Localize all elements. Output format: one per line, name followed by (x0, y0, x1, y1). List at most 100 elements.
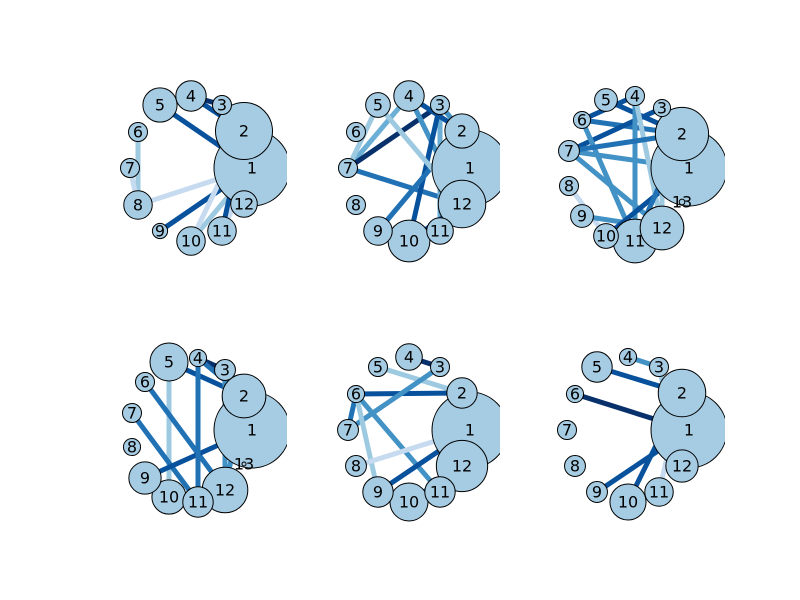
node-4: 4 (175, 80, 207, 112)
node-label: 7 (343, 421, 353, 440)
node-circle (435, 439, 489, 493)
node-12: 12 (435, 439, 489, 493)
node-label: 4 (193, 349, 203, 368)
node-circle (652, 98, 672, 118)
node-6: 6 (346, 384, 366, 404)
edge-7-11 (129, 411, 201, 504)
node-10: 10 (609, 483, 647, 521)
node-circle (362, 476, 394, 508)
node-5: 5 (365, 92, 391, 118)
node-circle (395, 343, 423, 371)
node-circle (609, 483, 647, 521)
node-label: 5 (164, 353, 174, 372)
node-label: 12 (234, 195, 254, 214)
node-11: 11 (207, 216, 237, 246)
node-circle (657, 368, 707, 418)
node-circle (346, 195, 366, 215)
node-11: 11 (426, 217, 454, 245)
node-label: 10 (618, 493, 638, 512)
node-13: 13 (234, 455, 254, 474)
node-circle (123, 190, 153, 220)
node-label: 13 (234, 455, 254, 474)
node-label: 6 (570, 385, 580, 404)
edge-4-12 (632, 95, 665, 229)
node-circle (444, 113, 480, 149)
node-label: 7 (562, 421, 572, 440)
node-circle (346, 122, 366, 142)
node-4: 4 (188, 349, 208, 368)
node-label: 11 (430, 483, 450, 502)
node-circle (430, 357, 450, 377)
node-6: 6 (572, 110, 592, 130)
node-7: 7 (558, 140, 580, 162)
node-circle (135, 372, 155, 392)
node-label: 7 (343, 159, 353, 178)
edge-4-7 (346, 94, 411, 170)
node-circle (149, 342, 189, 382)
node-circle (639, 205, 685, 251)
node-circle (618, 347, 638, 367)
node-circle (175, 80, 207, 112)
node-circle (426, 217, 454, 245)
node-label: 11 (188, 493, 208, 512)
node-10: 10 (151, 479, 187, 515)
node-circle (665, 449, 699, 483)
node-label: 9 (155, 222, 165, 241)
node-6: 6 (565, 384, 585, 404)
node-circle (424, 476, 456, 508)
node-8: 8 (122, 438, 142, 457)
node-label: 6 (577, 111, 587, 130)
node-label: 1 (247, 159, 257, 178)
node-4: 4 (618, 347, 638, 367)
node-label: 11 (625, 232, 645, 251)
node-circle (572, 110, 592, 130)
node-circle (221, 373, 267, 419)
node-circle (230, 190, 258, 218)
node-5: 5 (149, 342, 189, 382)
node-13: 13 (672, 193, 692, 212)
node-circle (346, 384, 366, 404)
node-circle (446, 377, 478, 409)
node-11: 11 (424, 476, 456, 508)
node-3: 3 (212, 95, 232, 115)
node-label: 10 (159, 488, 179, 507)
node-label: 5 (592, 358, 602, 377)
node-circle (559, 176, 579, 196)
node-label: 2 (457, 384, 467, 403)
node-9: 9 (128, 461, 162, 495)
node-circle (214, 359, 236, 381)
node-3: 3 (214, 359, 236, 381)
node-label: 1 (465, 421, 475, 440)
node-circle (128, 122, 148, 142)
node-4: 4 (625, 86, 645, 106)
node-label: 1 (247, 421, 257, 440)
node-7: 7 (338, 158, 358, 178)
node-circle (678, 198, 686, 206)
node-label: 5 (373, 358, 383, 377)
node-label: 8 (570, 457, 580, 476)
node-circle (644, 477, 674, 507)
node-label: 3 (435, 96, 445, 115)
node-circle (142, 87, 178, 123)
node-5: 5 (142, 87, 178, 123)
node-11: 11 (182, 486, 214, 518)
edge-6-11 (354, 392, 442, 494)
node-circle (625, 86, 645, 106)
node-6: 6 (135, 372, 155, 392)
node-5: 5 (368, 357, 388, 377)
node-circle (565, 384, 585, 404)
node-2: 2 (221, 373, 267, 419)
node-label: 2 (677, 125, 687, 144)
node-label: 13 (672, 193, 692, 212)
node-label: 12 (452, 195, 472, 214)
node-circle (122, 403, 142, 423)
node-label: 12 (452, 457, 472, 476)
node-label: 9 (373, 222, 383, 241)
node-9: 9 (363, 216, 393, 246)
node-3: 3 (649, 357, 669, 377)
